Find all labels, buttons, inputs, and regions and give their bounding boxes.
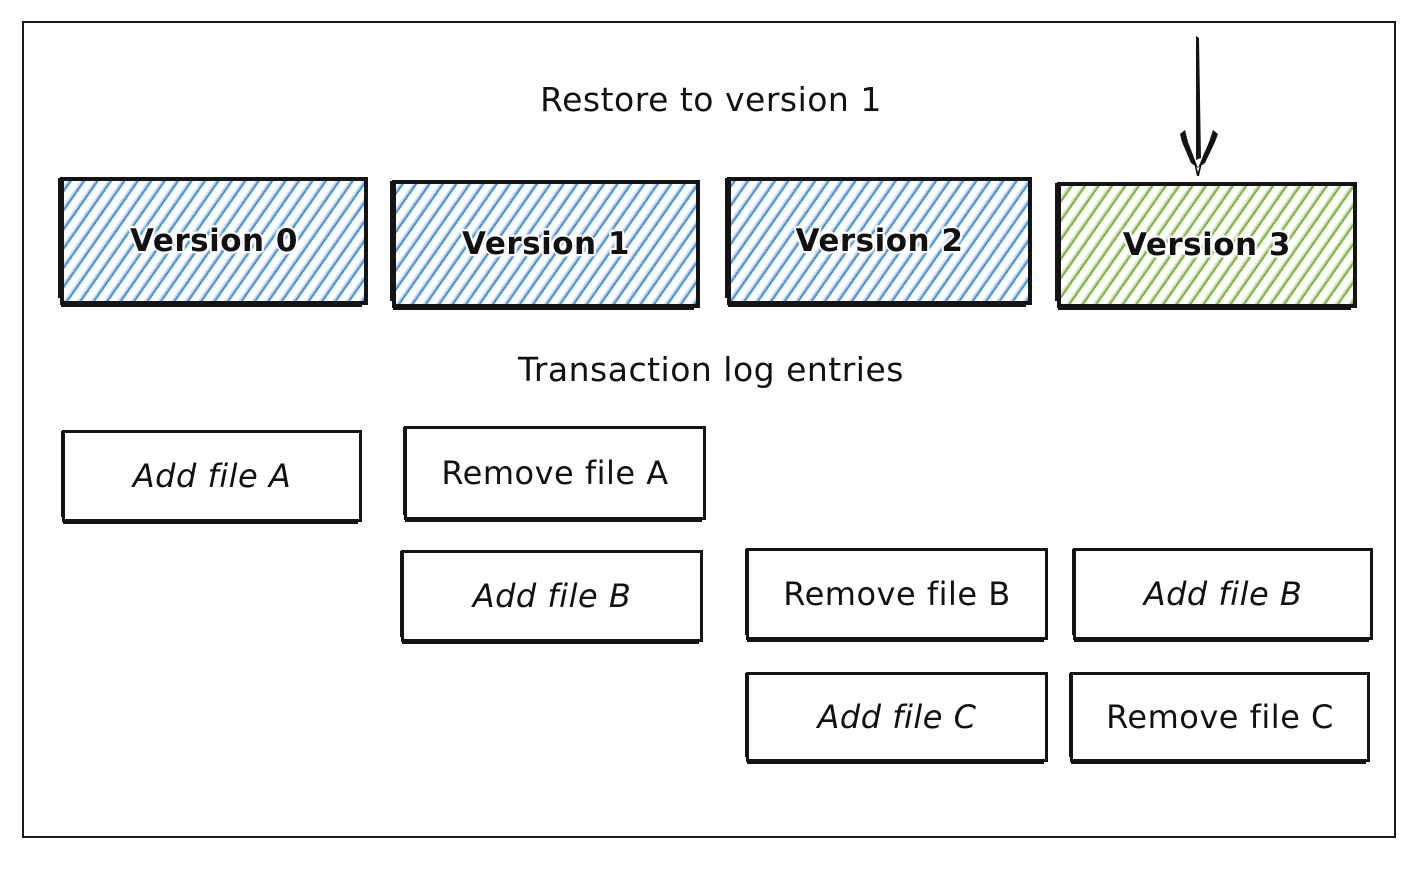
log-entry-label: Remove file C	[1106, 698, 1334, 736]
page-title: Restore to version 1	[540, 80, 882, 119]
version-box-1[interactable]: Version 1	[390, 180, 700, 310]
log-entry-label: Add file B	[1143, 575, 1303, 613]
restore-target-arrow-icon	[1180, 36, 1218, 176]
log-entry-box[interactable]: Remove file A	[402, 426, 706, 522]
log-entry-label: Remove file A	[441, 454, 669, 492]
log-entry-box[interactable]: Remove file B	[744, 548, 1048, 642]
log-entry-label: Remove file B	[783, 575, 1011, 613]
version-box-label: Version 2	[795, 223, 964, 259]
log-entry-box[interactable]: Remove file C	[1068, 672, 1370, 764]
section-subtitle: Transaction log entries	[518, 350, 904, 389]
log-entry-box[interactable]: Add file B	[399, 550, 703, 644]
version-box-label: Version 0	[130, 223, 298, 259]
log-entry-label: Add file C	[817, 698, 977, 736]
log-entry-box[interactable]: Add file C	[744, 672, 1048, 764]
log-entry-box[interactable]: Add file A	[60, 430, 362, 524]
diagram-frame	[22, 21, 1396, 838]
log-entry-box[interactable]: Add file B	[1071, 548, 1373, 642]
version-box-2[interactable]: Version 2	[725, 177, 1032, 307]
version-box-label: Version 3	[1123, 227, 1291, 263]
version-box-label: Version 1	[462, 226, 630, 262]
version-box-3[interactable]: Version 3	[1055, 182, 1357, 310]
log-entry-label: Add file B	[472, 577, 632, 615]
version-box-0[interactable]: Version 0	[58, 177, 368, 307]
log-entry-label: Add file A	[132, 457, 292, 495]
